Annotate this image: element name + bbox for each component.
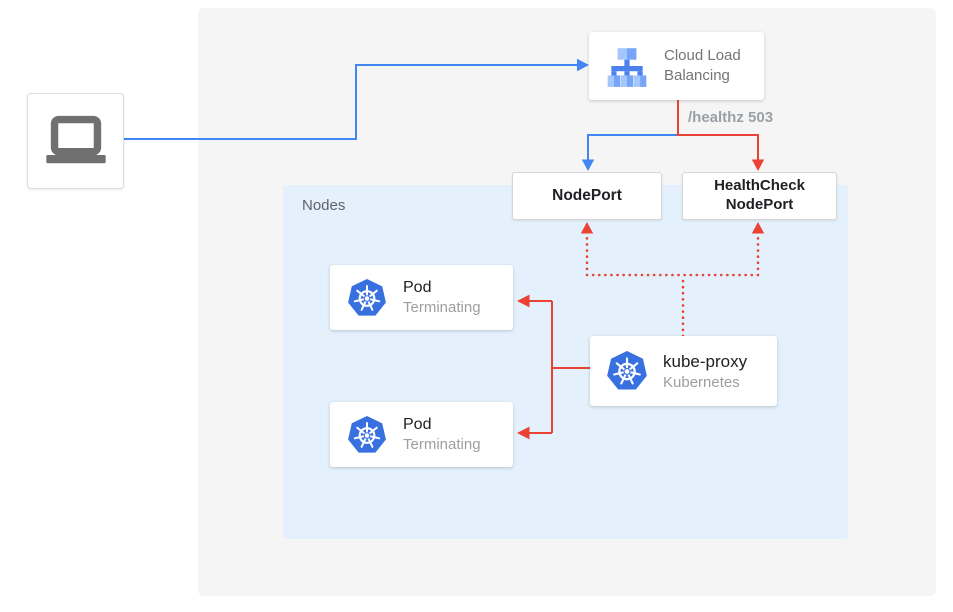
kube-proxy-label: kube-proxy Kubernetes: [663, 351, 748, 391]
cloud-load-balancing-node: Cloud Load Balancing: [589, 32, 764, 100]
nodeport-label: NodePort: [552, 187, 622, 204]
healthcheck-nodeport-label: HealthCheck NodePort: [714, 177, 805, 213]
healthz-status-label: /healthz 503: [688, 109, 774, 126]
pod-label: Pod Terminating: [403, 416, 481, 453]
kubernetes-icon: [606, 350, 648, 392]
client-node: [27, 93, 124, 189]
nodeport-node: NodePort: [512, 172, 662, 220]
healthcheck-nodeport-node: HealthCheck NodePort: [682, 172, 837, 220]
nodes-area-label: Nodes: [302, 197, 346, 214]
kubernetes-icon: [347, 278, 387, 318]
kubernetes-icon: [347, 415, 387, 455]
pod-label: Pod Terminating: [403, 279, 481, 316]
cloud-load-balancing-icon: [604, 43, 650, 89]
cloud-load-balancing-label: Cloud Load Balancing: [664, 46, 741, 84]
pod-node-2: Pod Terminating: [330, 402, 513, 467]
pod-node-1: Pod Terminating: [330, 265, 513, 330]
kube-proxy-node: kube-proxy Kubernetes: [590, 336, 777, 406]
laptop-icon: [43, 114, 109, 168]
